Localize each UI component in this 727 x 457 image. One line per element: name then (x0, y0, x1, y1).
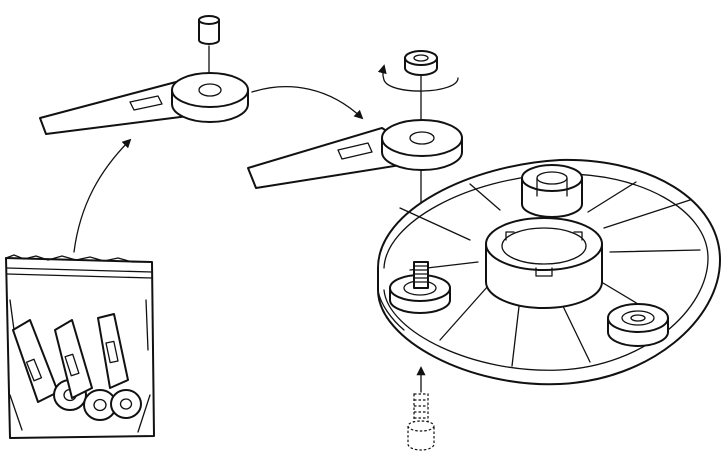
arrow-bag-to-blade (73, 138, 132, 253)
cutting-blade-icon (247, 119, 463, 189)
cap-nut-icon (198, 15, 220, 45)
locking-nut-icon (404, 50, 438, 76)
spare-blade-icon (54, 319, 117, 421)
spare-blade-icon (97, 313, 142, 419)
threaded-stud-icon (413, 261, 429, 289)
blade-disc-icon (377, 158, 721, 386)
cutting-blade-icon (39, 72, 249, 135)
blade-bag-icon (5, 254, 155, 439)
arrow-blade-to-disc (251, 86, 364, 120)
screw-icon (407, 393, 435, 451)
rotate-arrow-icon (377, 64, 459, 92)
